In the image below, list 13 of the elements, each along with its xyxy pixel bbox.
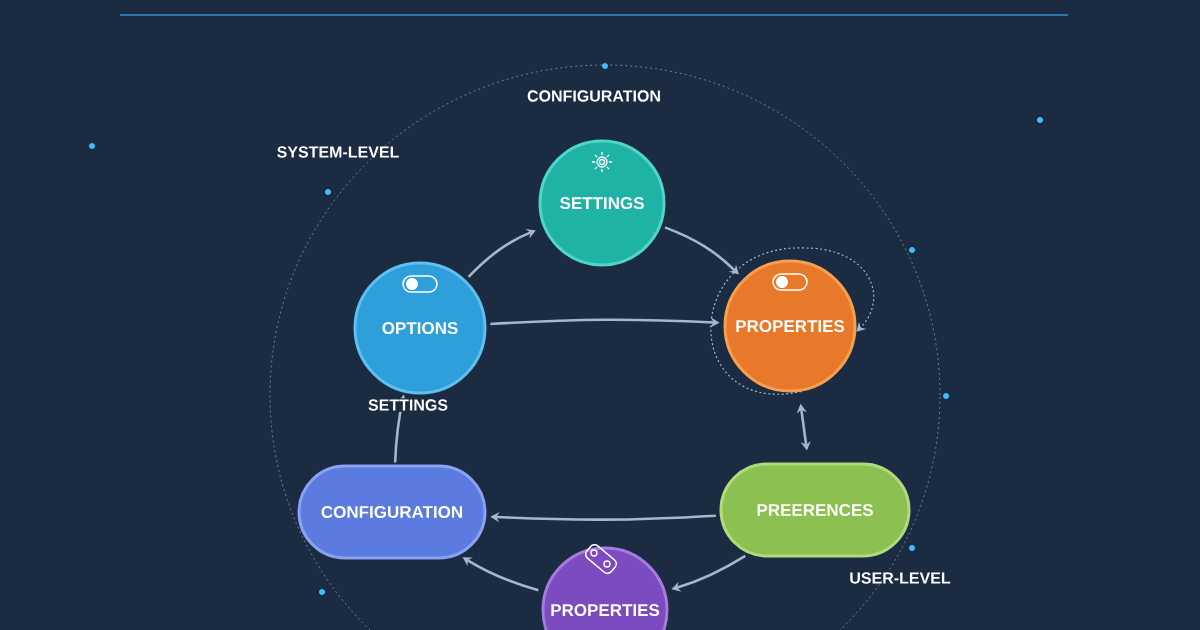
level-label: SYSTEM-LEVEL <box>277 146 399 158</box>
arrow <box>664 226 739 275</box>
level-label: CONFIGURATION <box>527 90 660 102</box>
pill-node: PREERENCES <box>719 462 911 558</box>
arrow <box>467 229 536 278</box>
circle-node: OPTIONS <box>353 261 487 395</box>
dashed-loop-arrow <box>710 247 875 395</box>
pill-node: CONFIGURATION <box>297 464 487 560</box>
level-label: USER-LEVEL <box>850 572 951 584</box>
edge-label: SETTINGS <box>367 398 449 412</box>
circle-node: PROPERTIES <box>723 259 857 393</box>
circle-node: SETTINGS <box>538 139 666 267</box>
circle-node: PROPERTIES <box>541 546 669 630</box>
